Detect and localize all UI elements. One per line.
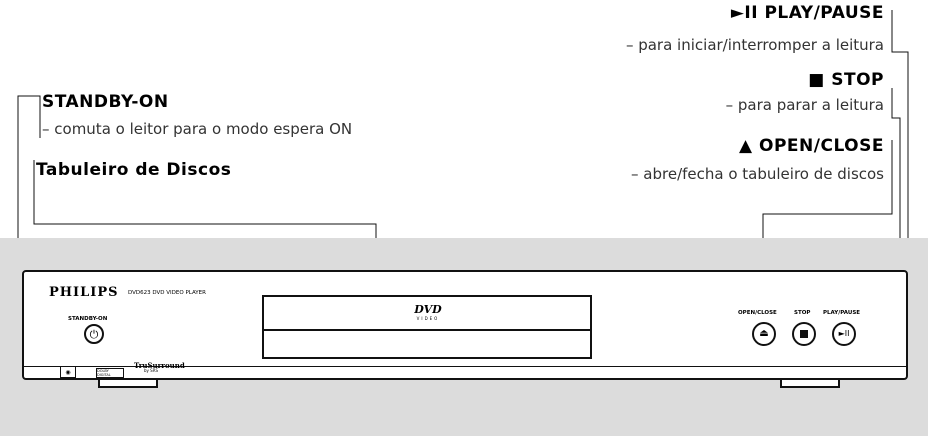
player-bottom-edge [22,366,908,381]
play-pause-callout-label: ►II PLAY/PAUSE [730,3,884,23]
open-close-button[interactable]: ⏏ [752,322,776,346]
eject-icon: ⏏ [759,328,769,339]
stop-callout-desc: – para parar a leitura [725,96,884,114]
compact-disc-logo-icon: ◉ [60,366,76,378]
open-close-button-label: OPEN/CLOSE [738,310,777,316]
stop-callout-label: ■ STOP [808,70,884,90]
dolby-digital-logo: DOLBY DIGITAL [96,368,124,378]
stop-icon [800,330,808,338]
standby-callout-desc: – comuta o leitor para o modo espera ON [42,120,353,138]
dvd-logo: DVD [414,303,442,316]
play-pause-button[interactable]: ►II [832,322,856,346]
play-pause-button-label: PLAY/PAUSE [823,310,861,316]
power-icon: ⏻ [89,327,99,341]
tray-callout-label: Tabuleiro de Discos [36,160,232,180]
brand-logo: PHILIPS [49,285,119,300]
standby-button[interactable]: ⏻ [84,324,104,344]
stop-button[interactable] [792,322,816,346]
open-close-callout-desc: – abre/fecha o tabuleiro de discos [631,165,884,183]
standby-callout-label: STANDBY-ON [42,92,169,112]
trusurround-sub: by SRS [144,368,159,373]
dvd-logo-sub: VIDEO [416,316,440,321]
disc-tray-lower [262,331,592,359]
open-close-callout-label: ▲ OPEN/CLOSE [739,136,884,156]
standby-button-label: STANDBY-ON [68,316,108,322]
trusurround-logo: TruSurround [134,361,185,370]
player-foot-right [780,378,840,388]
disc-tray[interactable]: DVD VIDEO [262,295,592,331]
player-foot-left [98,378,158,388]
stop-button-label: STOP [794,310,811,316]
model-label: DVD623 DVD VIDEO PLAYER [128,290,206,296]
play-pause-callout-desc: – para iniciar/interromper a leitura [625,36,884,54]
play-pause-icon: ►II [838,329,850,338]
